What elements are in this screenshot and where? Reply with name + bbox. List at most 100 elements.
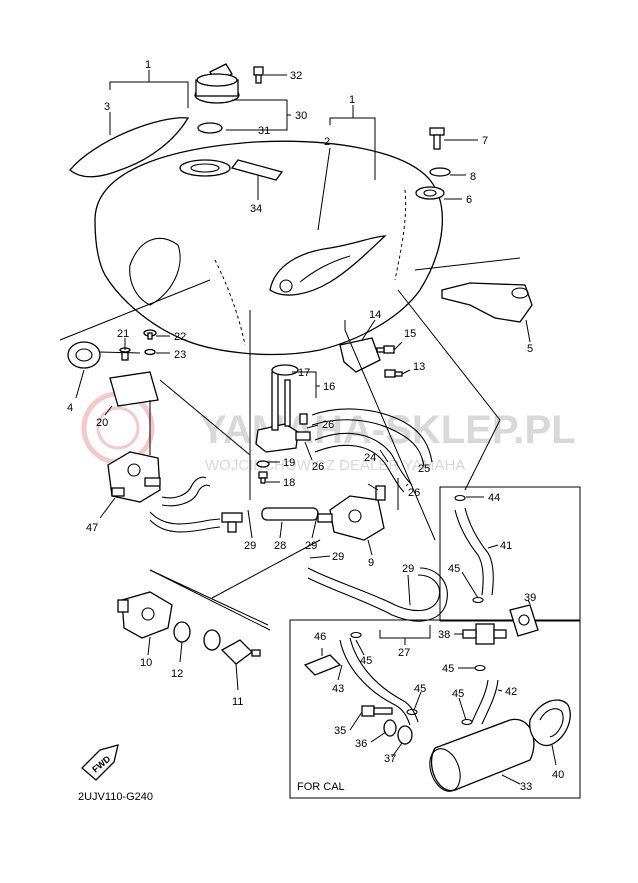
leader-lines: [75, 70, 531, 691]
tank-washer: [429, 167, 451, 177]
callout-43: 43: [332, 683, 344, 695]
fuel-cock-9: [317, 485, 386, 541]
callout-41: 41: [500, 540, 512, 552]
callout-42: 42: [505, 686, 517, 698]
callout-13: 13: [413, 361, 425, 373]
callout-19: 19: [283, 457, 295, 469]
hose-25: [311, 408, 433, 463]
watermark-logo-inner-icon: [96, 406, 140, 450]
cock-mount-plate: [109, 371, 159, 407]
callout-9: 9: [368, 557, 374, 569]
washer-23: [144, 348, 156, 356]
gasket-cock: [203, 629, 221, 651]
callout-25: 25: [418, 463, 430, 475]
cock-plate-11: [220, 639, 253, 665]
callout-18: 18: [283, 477, 295, 489]
clip-45c: [461, 718, 473, 726]
fuel-cap: [194, 63, 240, 104]
tank-seam-left: [214, 259, 246, 346]
callout-16: 16: [323, 381, 335, 393]
hose-27-b: [307, 567, 448, 622]
canister-33: [429, 718, 535, 792]
tank-damper: [415, 186, 445, 200]
callout-40: 40: [552, 769, 564, 781]
callout-30: 30: [295, 110, 307, 122]
tank-label: [230, 159, 284, 181]
bolt-35-icon: [361, 705, 393, 717]
tank-grommet: [67, 341, 101, 369]
fuel-filter-38: [462, 623, 507, 645]
hose-43: [339, 639, 411, 726]
callout-3: 3: [104, 101, 110, 113]
hose-41: [454, 509, 484, 596]
grommet-37: [397, 725, 413, 745]
callout-12: 12: [171, 668, 183, 680]
callout-10: 10: [140, 657, 152, 669]
callout-37: 37: [384, 753, 396, 765]
fuel-tank: [94, 140, 443, 356]
fuel-cock-center: [255, 364, 311, 453]
callout-17: 17: [298, 367, 310, 379]
callout-44: 44: [488, 492, 500, 504]
callout-1: 1: [349, 94, 355, 106]
callout-39: 39: [524, 592, 536, 604]
callout-21: 21: [117, 328, 129, 340]
clip-45a: [472, 596, 484, 604]
bolt-15-icon: [376, 345, 395, 354]
clip-45e: [350, 631, 362, 639]
callout-29: 29: [244, 540, 256, 552]
callout-32: 32: [290, 70, 302, 82]
hose-left-lower: [149, 511, 221, 525]
hose-42: [471, 679, 489, 723]
hose-left-upper-b: [161, 484, 211, 507]
collar-36: [383, 719, 397, 737]
filler-gasket: [197, 122, 223, 134]
hose-left-lower-b: [149, 519, 221, 533]
hose-41-b: [464, 507, 494, 596]
callout-20: 20: [96, 417, 108, 429]
callout-11: 11: [232, 696, 243, 708]
emblem-lettering: [299, 255, 351, 283]
hose-25-b: [311, 419, 425, 467]
inset-leader-lines: [321, 496, 557, 785]
callout-numbers: 1 1 2 3 4 5 6 7 8 9 10 11 12 13 14 15 16…: [67, 59, 564, 793]
callout-14: 14: [369, 309, 381, 321]
o-ring-19: [256, 460, 270, 468]
callout-26: 26: [408, 487, 420, 499]
hose-t-joint: [221, 512, 243, 533]
filler-opening-inner: [190, 163, 220, 173]
hose-42-b: [481, 679, 499, 725]
forward-arrow-icon: FWD: [81, 744, 119, 781]
callout-45: 45: [360, 655, 372, 667]
for-cal-label: FOR CAL: [297, 781, 345, 793]
hose-27: [307, 567, 440, 612]
clip-44: [454, 494, 466, 502]
clip-45b: [474, 664, 486, 672]
callout-45: 45: [414, 683, 426, 695]
for-cal-upper-frame: [439, 486, 581, 622]
hose-24: [314, 432, 413, 486]
callout-35: 35: [334, 725, 346, 737]
fuel-pipe-28: [261, 507, 319, 521]
filler-opening: [179, 159, 231, 177]
callout-26: 26: [322, 419, 334, 431]
callout-45: 45: [442, 663, 454, 675]
callout-23: 23: [174, 349, 186, 361]
bolt-13-icon: [384, 369, 403, 378]
callout-6: 6: [466, 194, 472, 206]
callout-4: 4: [67, 402, 73, 414]
callout-45: 45: [448, 563, 460, 575]
filter-holder-39: [509, 604, 539, 637]
callout-46: 46: [314, 631, 326, 643]
hose-left-upper: [161, 476, 207, 499]
callout-47: 47: [86, 522, 98, 534]
callout-15: 15: [404, 328, 416, 340]
callout-29: 29: [305, 540, 317, 552]
tank-bolt-icon: [429, 127, 445, 150]
fuel-cock-left: [107, 451, 161, 503]
cock-bracket-14: [339, 337, 381, 373]
callout-29: 29: [332, 551, 344, 563]
cock-gasket: [271, 364, 299, 376]
hose-43-b: [349, 637, 419, 723]
canister-holder-40: [529, 699, 571, 747]
